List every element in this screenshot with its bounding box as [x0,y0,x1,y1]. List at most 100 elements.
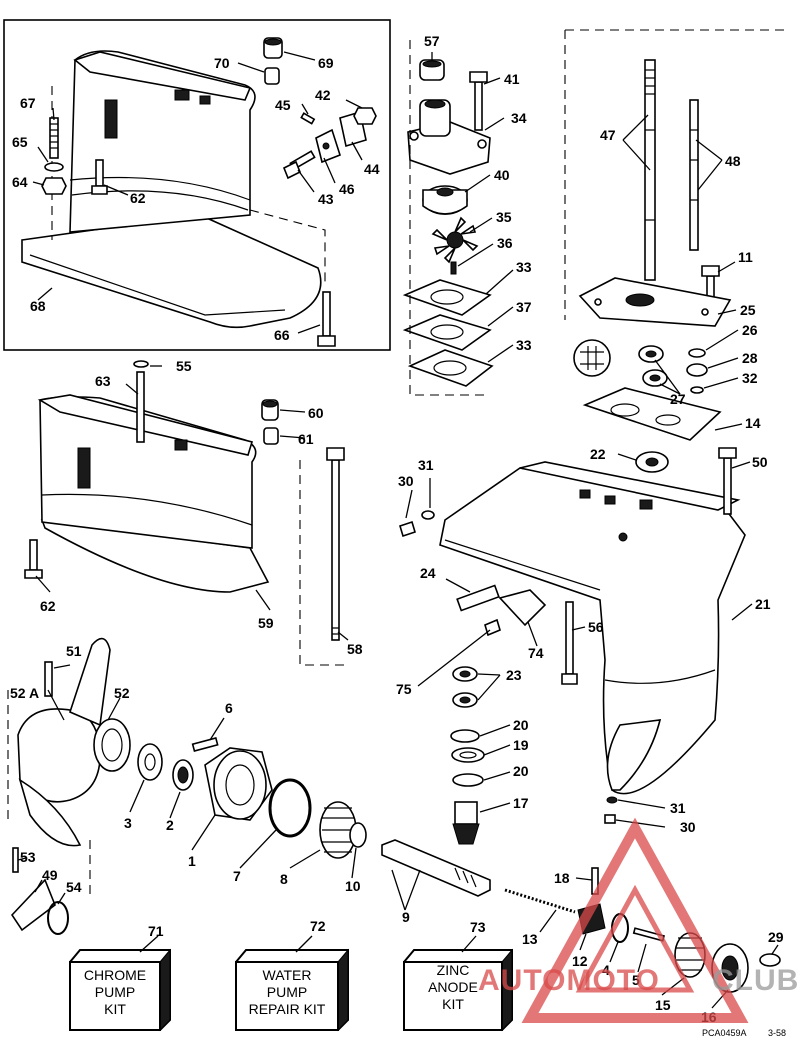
watermark-triangle [521,817,749,1023]
callout-label: 3 [124,815,132,831]
callout-label: 62 [130,190,146,206]
callout-label: 6 [225,700,233,716]
callout-label: 30 [398,473,414,489]
callout-label: 58 [347,641,363,657]
callout-label: 31 [418,457,434,473]
callout-label: 33 [516,259,532,275]
callout-label: 8 [280,871,288,887]
kit-line: ANODE [428,979,478,995]
watermark-text: AUTOMOTO [478,964,660,997]
water-pump-stack [402,40,494,396]
callout-label: 52 [114,685,130,701]
exhaust-housing-lower [24,360,350,666]
callout-label: 10 [345,878,361,894]
callout-label: 12 [572,953,588,969]
callout-label: 47 [600,127,616,143]
callout-label: 57 [424,33,440,49]
callout-label: 34 [511,110,527,126]
callout-label: 37 [516,299,532,315]
water-pump-repair-kit-box [235,948,349,1032]
callout-label: 63 [95,373,111,389]
pinion-stack [450,666,485,845]
callout-label: 5 [632,972,640,988]
callout-label: 30 [680,819,696,835]
callout-labels: 1 2 3 4 5 6 7 8 9 10 11 12 13 14 15 16 1… [10,33,784,1025]
callout-label: 13 [522,931,538,947]
callout-label: 17 [513,795,529,811]
callout-label: 73 [470,919,486,935]
callout-label: 67 [20,95,36,111]
callout-label: 25 [740,302,756,318]
callout-label: 71 [148,923,164,939]
callout-label: 29 [768,929,784,945]
callout-label: 48 [725,153,741,169]
callout-label: 56 [588,619,604,635]
callout-label: 49 [42,867,58,883]
small-hardware-upper [41,37,377,347]
kit-line: CHROME [84,967,146,983]
kit-line: PUMP [267,984,307,1000]
callout-label: 15 [655,997,671,1013]
callout-label: 1 [188,853,196,869]
callout-label: 43 [318,191,334,207]
callout-label: 23 [506,667,522,683]
page-reference: 3-58 [768,1028,786,1038]
callout-label: 27 [670,391,686,407]
callout-label: 64 [12,174,28,190]
callout-label: 60 [308,405,324,421]
propeller-and-drive [7,637,781,993]
callout-label: 66 [274,327,290,343]
callout-label: 21 [755,596,771,612]
callout-label: 33 [516,337,532,353]
kit-line: PUMP [95,984,135,1000]
callout-label: 20 [513,717,529,733]
callout-label: 70 [214,55,230,71]
kit-line: REPAIR KIT [249,1001,326,1017]
gearcase [399,447,746,824]
zinc-anode-kit-box [403,948,513,1032]
kit-line: KIT [442,996,464,1012]
callout-label: 55 [176,358,192,374]
callout-label: 61 [298,431,314,447]
chrome-pump-kit-box [69,948,171,1032]
watermark: AUTOMOTO CLUB [478,817,799,1023]
callout-label: 62 [40,598,56,614]
callout-label: 45 [275,97,291,113]
callout-label: 52 A [10,685,39,701]
callout-label: 59 [258,615,274,631]
figure-code: PCA0459A [702,1028,747,1038]
callout-label: 9 [402,909,410,925]
callout-label: 2 [166,817,174,833]
callout-label: 41 [504,71,520,87]
callout-label: 14 [745,415,761,431]
watermark-inner-triangle [575,884,695,993]
kit-line: KIT [104,1001,126,1017]
callout-label: 54 [66,879,82,895]
kit-line: WATER [263,967,312,983]
upper-assembly-frame [3,19,391,351]
callout-label: 65 [12,134,28,150]
callout-label: 40 [494,167,510,183]
callout-label: 53 [20,849,36,865]
callout-label: 69 [318,55,334,71]
callout-label: 20 [513,763,529,779]
exhaust-housing-upper [21,50,326,329]
callout-label: 7 [233,868,241,884]
callout-label: 75 [396,681,412,697]
kit-labels: CHROME PUMP KIT WATER PUMP REPAIR KIT ZI… [84,962,478,1017]
callout-label: 31 [670,800,686,816]
callout-label: 26 [742,322,758,338]
callout-label: 24 [420,565,436,581]
callout-label: 42 [315,87,331,103]
callout-label: 68 [30,298,46,314]
leader-lines [17,51,779,1009]
callout-label: 18 [554,870,570,886]
callout-label: 32 [742,370,758,386]
callout-label: 50 [752,454,768,470]
callout-label: 44 [364,161,380,177]
callout-label: 35 [496,209,512,225]
kit-boxes [69,948,513,1032]
callout-label: 36 [497,235,513,251]
watermark-text-tail: CLUB [712,964,799,997]
